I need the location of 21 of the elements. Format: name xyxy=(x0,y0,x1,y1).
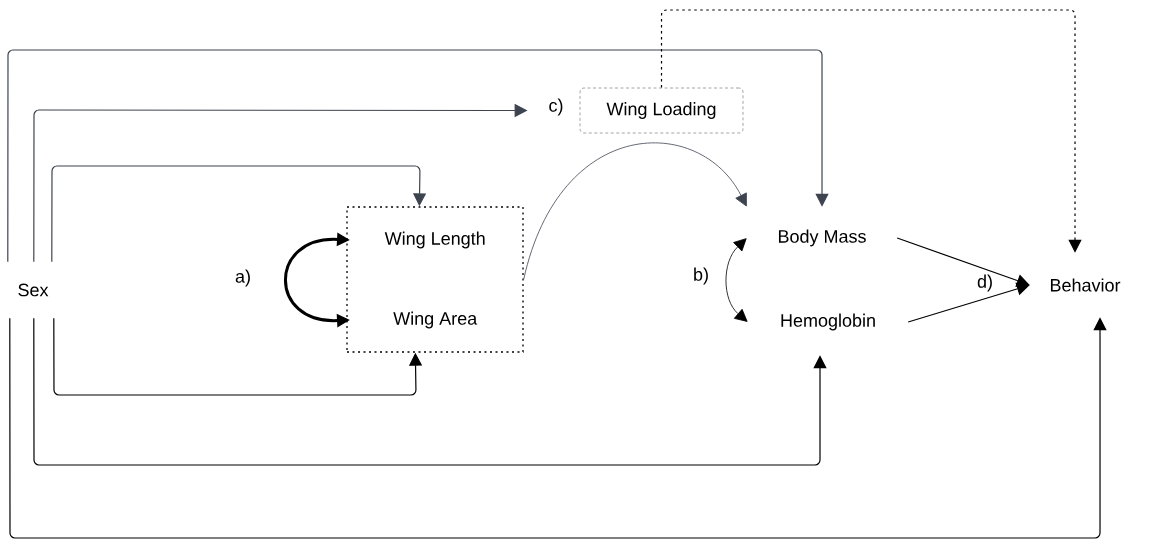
dashed-box: Wing Loading xyxy=(579,87,744,134)
callout-label: a) xyxy=(235,269,250,287)
arrow xyxy=(33,317,827,466)
variable-label: Hemoglobin xyxy=(781,313,875,331)
arrow xyxy=(523,142,747,280)
variable-label: Body Mass xyxy=(778,229,866,247)
variable-label: Wing Area xyxy=(393,311,478,329)
group-box xyxy=(346,206,524,353)
variable-label: Wing Length xyxy=(384,231,485,249)
arrow xyxy=(660,9,1082,253)
arrow xyxy=(725,238,748,322)
callout-label: c) xyxy=(549,98,563,116)
callout-label: d) xyxy=(977,274,992,292)
callout-label: b) xyxy=(694,267,708,285)
arrow xyxy=(907,282,1030,323)
arrow xyxy=(51,165,427,263)
arrow xyxy=(896,237,1030,287)
variable-label: Sex xyxy=(18,283,49,297)
arrow xyxy=(7,49,829,263)
variable-label: Behavior xyxy=(1050,278,1121,292)
arrow xyxy=(9,317,1107,539)
